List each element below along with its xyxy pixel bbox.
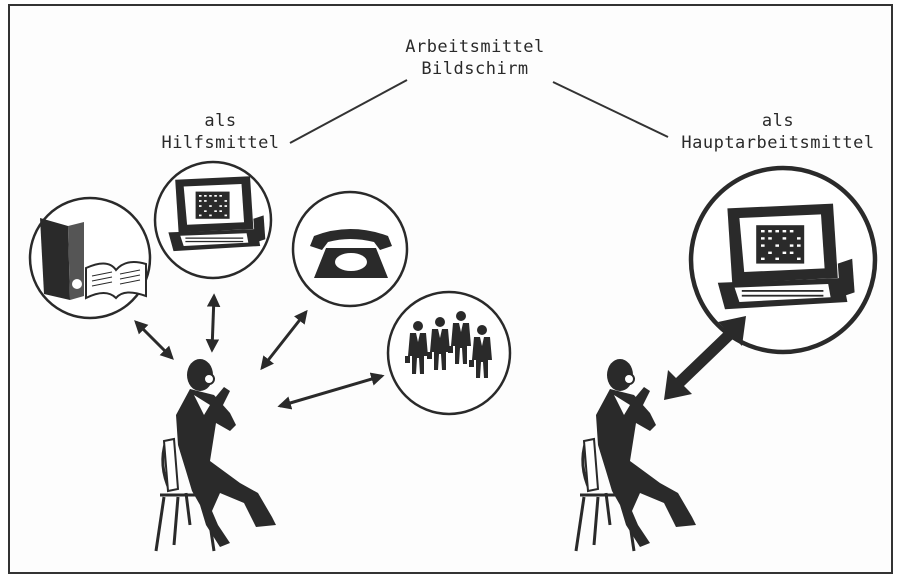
seated-person-icon bbox=[154, 357, 278, 553]
title-line-2: Bildschirm bbox=[421, 59, 529, 79]
group-of-people-icon bbox=[386, 290, 512, 416]
main-interaction-arrow bbox=[664, 316, 746, 400]
left-caption-line-2: Hilfsmittel bbox=[161, 133, 280, 153]
title-connector-right bbox=[552, 81, 669, 138]
telephone-icon bbox=[291, 190, 409, 308]
title-connector-left bbox=[289, 79, 408, 144]
title-line-1: Arbeitsmittel bbox=[405, 37, 545, 57]
computer-terminal-icon bbox=[688, 165, 878, 355]
diagram-title: Arbeitsmittel Bildschirm bbox=[385, 36, 565, 80]
left-caption-line-1: als bbox=[204, 111, 237, 131]
right-caption-line-1: als bbox=[761, 111, 795, 131]
connection-arrows bbox=[134, 293, 385, 410]
computer-terminal-icon bbox=[153, 160, 273, 280]
folder-and-book-icon bbox=[28, 196, 152, 320]
left-caption: als Hilfsmittel bbox=[148, 110, 293, 154]
right-caption-line-2: Hauptarbeitsmittel bbox=[681, 133, 875, 153]
right-caption: als Hauptarbeitsmittel bbox=[668, 110, 888, 154]
